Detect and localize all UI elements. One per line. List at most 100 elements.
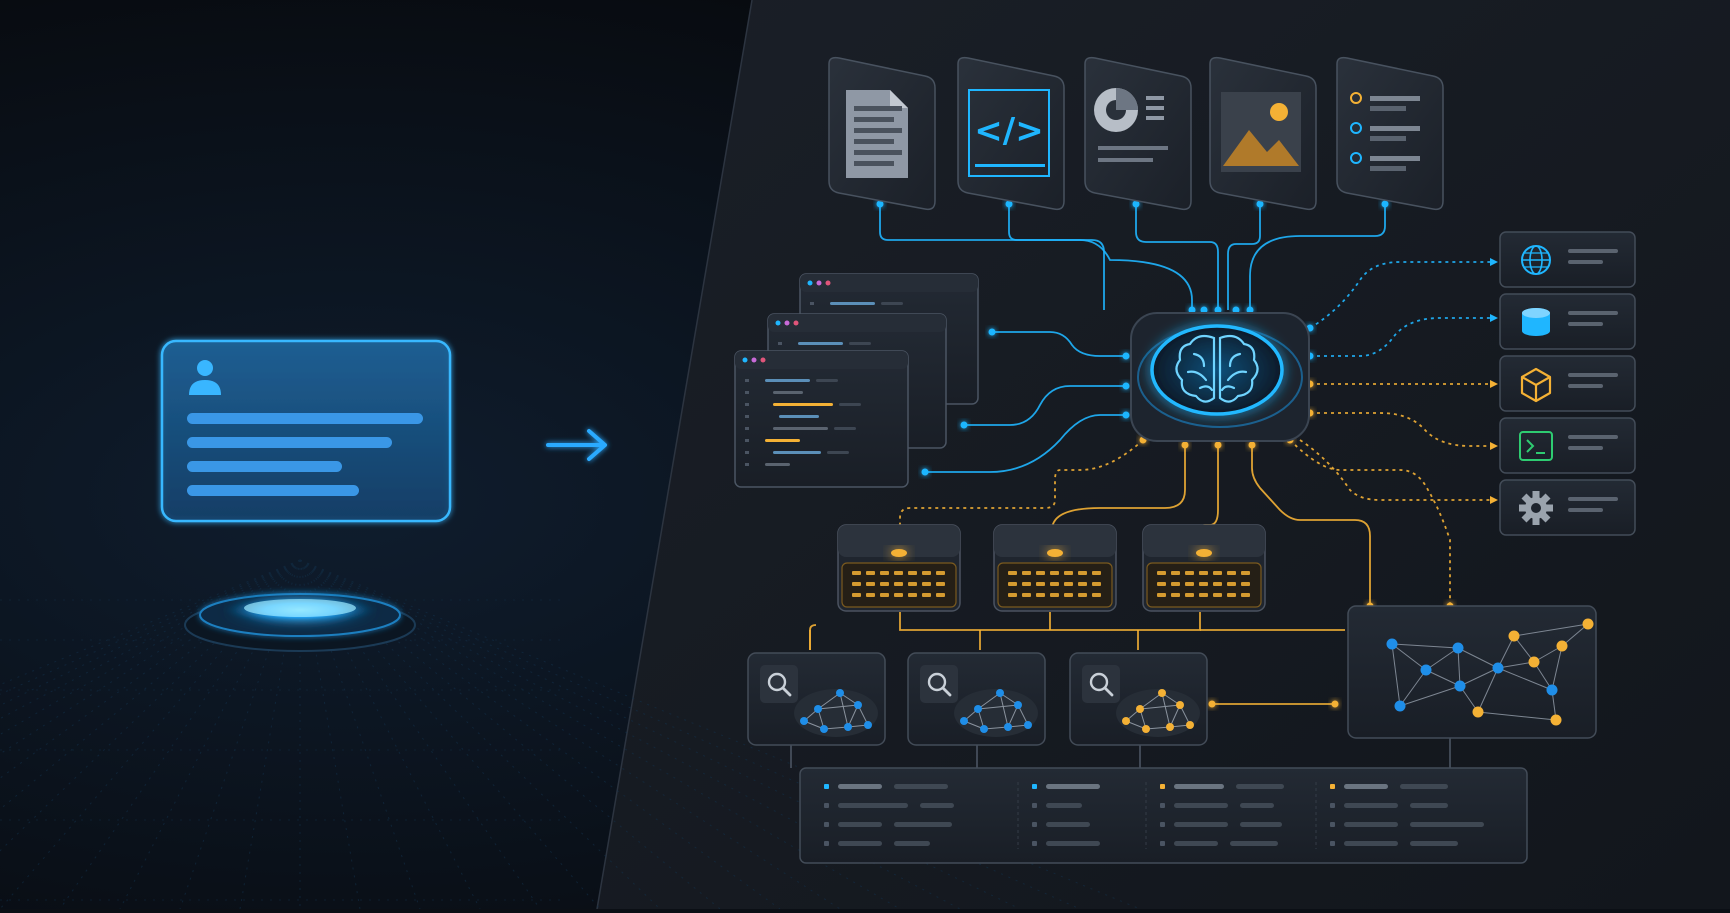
grid-line — [299, 559, 541, 910]
table-cell — [1046, 784, 1100, 789]
text-line — [1568, 384, 1603, 388]
graph-node — [1452, 642, 1464, 654]
connector-line — [1310, 317, 1490, 357]
graph-node — [960, 717, 968, 725]
memory-cell — [908, 571, 917, 575]
memory-module-3 — [1142, 524, 1266, 612]
connector-dot — [988, 328, 996, 336]
table-cell — [894, 841, 930, 846]
text-line — [1568, 249, 1618, 253]
code-line — [849, 342, 871, 345]
memory-cell — [880, 593, 889, 597]
table-cell — [1400, 784, 1448, 789]
table-column — [1145, 782, 1284, 849]
graph-edge — [1497, 635, 1515, 669]
table-column — [824, 784, 954, 846]
table-column — [1017, 782, 1100, 849]
search-graph-3 — [1069, 652, 1208, 746]
tool-card — [1499, 293, 1636, 350]
code-window-front — [734, 350, 909, 488]
table-cell — [1230, 841, 1278, 846]
table-cell — [920, 803, 954, 808]
search-icon — [1089, 672, 1114, 697]
terminal-icon — [1519, 431, 1553, 461]
text-line — [1568, 497, 1618, 501]
line-number — [745, 439, 749, 442]
arrowhead — [1490, 496, 1498, 504]
memory-cell — [1008, 571, 1017, 575]
graph-node — [1492, 662, 1504, 674]
arrowhead — [1490, 258, 1498, 266]
table-cell — [1240, 822, 1282, 827]
connector-dot — [1248, 441, 1256, 449]
graph-edge — [1551, 645, 1563, 691]
document-card — [1336, 56, 1444, 211]
memory-cell — [1227, 593, 1236, 597]
row-marker — [1032, 784, 1037, 789]
connector-dot — [1200, 306, 1208, 314]
arrow-right-icon — [546, 429, 607, 461]
table-cell — [1240, 803, 1274, 808]
graph-edge — [1161, 692, 1171, 728]
graph-node — [1546, 684, 1558, 696]
code-window-titlebar — [768, 314, 946, 332]
profile-card — [160, 339, 452, 523]
graph-edge — [1457, 647, 1499, 669]
graph-node — [996, 689, 1004, 697]
connector-dot — [1232, 306, 1240, 314]
connector-line — [964, 385, 1126, 426]
tool-card — [1499, 355, 1636, 412]
connector-line — [1051, 445, 1186, 550]
table-cell — [1410, 803, 1448, 808]
code-line — [765, 463, 790, 466]
terminal-tool — [1499, 417, 1636, 474]
row-marker — [1160, 784, 1165, 789]
memory-cell — [894, 593, 903, 597]
row-marker — [1160, 841, 1165, 846]
hologram-beam — [249, 530, 350, 605]
graph-edge — [1425, 669, 1461, 687]
code-icon: </> — [968, 89, 1050, 177]
memory-top — [994, 525, 1116, 557]
text-line — [1568, 322, 1603, 326]
memory-cell — [894, 582, 903, 586]
graph-node — [844, 723, 852, 731]
grid-line — [0, 559, 301, 779]
table-cell — [838, 784, 882, 789]
grid-line — [299, 559, 1021, 910]
grid-line — [299, 559, 361, 910]
line-number — [745, 415, 749, 418]
graph-edge — [977, 692, 1001, 710]
table-cell — [1174, 784, 1224, 789]
memory-cell — [1092, 593, 1101, 597]
graph-edge — [1391, 643, 1401, 707]
grid-line — [299, 559, 421, 910]
code-line — [839, 403, 861, 406]
line-number — [745, 379, 749, 382]
connector-line — [1310, 412, 1490, 447]
window-dot-icon — [742, 357, 748, 363]
graph-edge — [1459, 667, 1499, 687]
memory-cell — [1185, 582, 1194, 586]
graph-edge — [1561, 623, 1589, 647]
graph-node — [1454, 680, 1466, 692]
graph-node — [1556, 640, 1568, 652]
connector-line — [1251, 445, 1371, 606]
code-line — [773, 391, 803, 394]
connector-dot — [1188, 306, 1196, 314]
table-cell — [894, 784, 948, 789]
graph-network — [1122, 689, 1194, 733]
graph-edge — [1007, 704, 1019, 728]
text-line — [1568, 311, 1618, 315]
connector-line — [899, 439, 1144, 550]
grid-line — [299, 559, 781, 910]
graph-edge — [1477, 711, 1557, 721]
text-document — [828, 56, 936, 211]
graph-node — [974, 705, 982, 713]
table-cell — [1174, 822, 1228, 827]
memory-cell — [908, 593, 917, 597]
search-icon-bg — [920, 665, 958, 703]
table-cell — [1046, 822, 1090, 827]
arrowhead — [1490, 314, 1498, 322]
connector-dot — [1214, 441, 1222, 449]
